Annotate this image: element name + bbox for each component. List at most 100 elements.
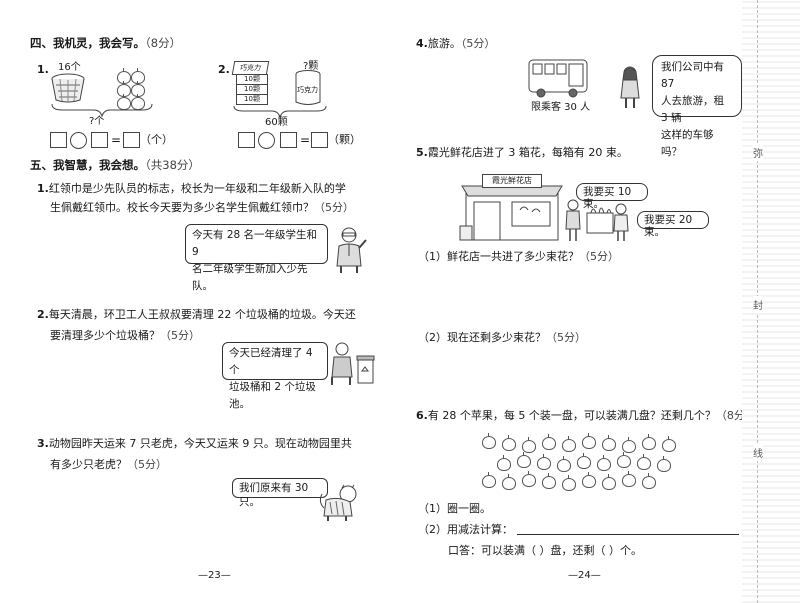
apple-icon — [557, 456, 571, 472]
q2-unit: （颗） — [328, 133, 361, 146]
q4-bubble-line3: 这样的车够吗？ — [661, 129, 714, 158]
q6-heading: 6.有 28 个苹果，每 5 个装一盘，可以装满几盘？还剩几个？（8分） — [416, 407, 756, 424]
apple-icon — [562, 436, 576, 452]
section5-title: 五、我智慧，我会想。 — [30, 158, 145, 172]
girl-illustration — [620, 66, 640, 108]
q5-sub1-score: （5分） — [579, 250, 619, 263]
bottle-text: 巧克力 — [297, 86, 318, 94]
apple-icon — [562, 475, 576, 491]
answer-box[interactable] — [280, 132, 297, 148]
apple-icon — [602, 435, 616, 451]
equals-sign: = — [111, 133, 122, 147]
p1-bubble-line1: 今天有 28 名一年级学生和 9 — [192, 229, 318, 258]
q5-number: 5. — [416, 146, 428, 159]
apple-icon — [542, 473, 556, 489]
answer-box[interactable] — [50, 132, 67, 148]
p1-line1: 1.红领巾是少先队员的标志，校长为一年级和二年级新入队的学 — [37, 180, 346, 197]
equals-sign: = — [300, 133, 311, 147]
q4-bubble-line1: 我们公司中有 87 — [661, 61, 724, 90]
p1-line2: 生佩戴红领巾。校长今天要为多少名学生佩戴红领巾？（5分） — [50, 199, 354, 216]
shop-sign: 霞光鲜花店 — [482, 174, 542, 188]
flower-shop-illustration — [459, 185, 563, 241]
customers-illustration — [565, 199, 629, 241]
apple-icon — [637, 454, 651, 470]
p3-speech-bubble: 我们原来有 30 只。 — [232, 478, 328, 508]
p1-text1: 红领巾是少先队员的标志，校长为一年级和二年级新入队的学 — [48, 182, 346, 195]
p1-speech-bubble: 今天有 28 名一年级学生和 9 名二年级学生新加入少先队。 — [185, 224, 328, 292]
answer-box[interactable] — [238, 132, 255, 148]
bottle-label: ?颗 — [303, 61, 319, 72]
answer-box[interactable] — [91, 132, 108, 148]
p2-line2: 要清理多少个垃圾桶？（5分） — [50, 327, 200, 344]
p2-number: 2. — [37, 308, 49, 321]
apple-icon — [522, 471, 536, 487]
left-page-number: —23— — [198, 570, 231, 581]
principal-illustration — [336, 227, 367, 273]
apple-icon — [582, 472, 596, 488]
apple-icon — [582, 433, 596, 449]
q1-unit: （个） — [140, 133, 173, 146]
apple-icon — [482, 472, 496, 488]
apple-icon — [642, 434, 656, 450]
operator-circle[interactable] — [258, 132, 275, 149]
p1-score: （5分） — [314, 201, 354, 214]
q5-title: 霞光鲜花店进了 3 箱花，每箱有 20 束。 — [427, 146, 628, 159]
q4-bubble-line2: 人去旅游，租 3 辆 — [661, 95, 724, 124]
p2-text1: 每天清晨，环卫工人王叔叔要清理 22 个垃圾桶的垃圾。今天还 — [48, 308, 356, 321]
p2-score: （5分） — [160, 329, 200, 342]
q1-top-label: 16个 — [58, 62, 81, 73]
apple-icon — [597, 455, 611, 471]
p1-number: 1. — [37, 182, 49, 195]
q5-sub1: （1）鲜花店一共进了多少束花？（5分） — [418, 248, 619, 265]
q1-number: 1. — [37, 63, 49, 76]
p3-line2: 有多少只老虎？（5分） — [50, 456, 167, 473]
p2-bubble-line1: 今天已经清理了 4 个 — [229, 347, 313, 376]
binding-margin — [742, 0, 800, 603]
p2-bubble-line2: 垃圾桶和 2 个垃圾池。 — [229, 381, 316, 410]
section4-score: （8分） — [145, 36, 182, 50]
answer-box[interactable] — [123, 132, 140, 148]
apple-icon — [542, 434, 556, 450]
basket-illustration — [51, 73, 85, 103]
operator-circle[interactable] — [70, 132, 87, 149]
q5-sub2-score: （5分） — [546, 331, 586, 344]
q5-sub1-text: （1）鲜花店一共进了多少束花？ — [418, 250, 579, 263]
q4-speech-bubble: 我们公司中有 87 人去旅游，租 3 辆 这样的车够吗？ — [652, 55, 742, 158]
section4-title: 四、我机灵，我会写。 — [30, 36, 145, 50]
q6-title: 有 28 个苹果，每 5 个装一盘，可以装满几盘？还剩几个？ — [427, 409, 716, 422]
apple-icon — [537, 454, 551, 470]
p2-text2: 要清理多少个垃圾桶？ — [50, 329, 160, 342]
q5-speech-bubble-a: 我要买 10 束。 — [576, 183, 648, 210]
box-label: 10颗 — [236, 94, 268, 105]
p3-number: 3. — [37, 437, 49, 450]
apple-icon — [617, 452, 631, 468]
apple-icon — [622, 471, 636, 487]
apple-icon — [502, 474, 516, 490]
p1-text2: 生佩戴红领巾。校长今天要为多少名学生佩戴红领巾？ — [50, 201, 314, 214]
apple-icon — [522, 437, 536, 453]
q5-sub2-text: （2）现在还剩多少束花？ — [418, 331, 546, 344]
subtraction-answer-line[interactable] — [517, 534, 739, 535]
q6-sub2: （2）用减法计算： — [418, 523, 513, 536]
p3-text1: 动物园昨天运来 7 只老虎，今天又运来 9 只。现在动物园里共 — [48, 437, 352, 450]
section4-heading: 四、我机灵，我会写。（8分） — [30, 35, 181, 52]
apple-icon — [622, 437, 636, 453]
p1-bubble-line2: 名二年级学生新加入少先队。 — [192, 263, 308, 292]
p3-line1: 3.动物园昨天运来 7 只老虎，今天又运来 9 只。现在动物园里共 — [37, 435, 352, 452]
bus-illustration — [528, 59, 588, 98]
q4-title: 旅游。 — [427, 37, 461, 50]
apple-icon — [502, 435, 516, 451]
answer-box[interactable] — [311, 132, 328, 148]
binding-label: 封 — [753, 296, 763, 313]
q2-number: 2. — [218, 63, 230, 76]
q4-heading: 4.旅游。（5分） — [416, 35, 495, 52]
q1-bracket — [51, 103, 153, 118]
p2-line1: 2.每天清晨，环卫工人王叔叔要清理 22 个垃圾桶的垃圾。今天还 — [37, 306, 356, 323]
apple-icon — [602, 474, 616, 490]
apple-icon — [577, 453, 591, 469]
apple-icon — [517, 452, 531, 468]
right-page-number: —24— — [568, 570, 601, 581]
p3-score: （5分） — [127, 458, 167, 471]
apple-icon — [657, 456, 671, 472]
section5-heading: 五、我智慧，我会想。（共38分） — [30, 157, 200, 174]
